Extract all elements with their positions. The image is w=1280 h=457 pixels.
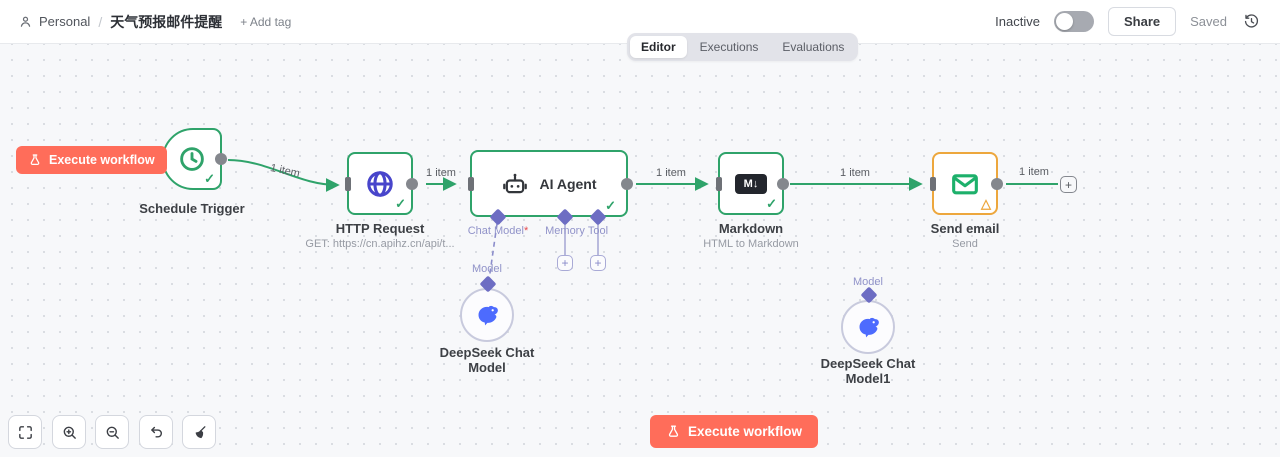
zoom-in-button[interactable] [52,415,86,449]
tab-executions[interactable]: Executions [699,40,759,54]
deepseek-whale-icon [855,314,882,341]
node-ai-agent[interactable]: AI Agent ✓ [468,150,633,217]
fit-view-button[interactable] [8,415,42,449]
robot-icon [501,170,529,198]
toggle-knob [1055,13,1073,30]
zoom-in-icon [61,424,78,441]
node-label: Schedule Trigger [139,201,245,216]
flask-icon [666,424,681,439]
output-port[interactable] [777,177,789,190]
tidy-up-button[interactable] [182,415,216,449]
node-subtitle: HTML to Markdown [703,238,799,250]
edge-label-items: 1 item [1019,166,1049,178]
output-port[interactable] [991,177,1003,190]
active-status-label: Inactive [995,14,1040,29]
execute-workflow-button[interactable]: Execute workflow [650,415,819,448]
node-markdown[interactable]: M↓ ✓ [716,152,789,215]
envelope-icon [948,167,982,201]
fit-view-icon [17,424,34,441]
model-port-label: Model [472,263,502,275]
tool-port-label: Tool [587,225,609,237]
view-tabs: Editor Executions Evaluations [627,33,859,61]
markdown-icon: M↓ [735,173,767,194]
undo-button[interactable] [139,415,173,449]
edge-label-items: 1 item [269,162,301,180]
node-title: AI Agent [539,175,597,192]
tab-evaluations[interactable]: Evaluations [782,40,845,54]
zoom-out-button[interactable] [95,415,129,449]
model-port-label: Model [853,276,883,288]
edge-label-items: 1 item [656,167,686,179]
warning-triangle-icon: △ [981,196,991,211]
breadcrumb-project[interactable]: Personal [18,14,90,29]
execute-workflow-label: Execute workflow [688,424,803,439]
breadcrumb-separator: / [98,13,103,30]
execute-workflow-label: Execute workflow [49,153,155,167]
add-memory-button[interactable]: + [557,255,573,271]
input-port[interactable] [345,176,351,191]
share-button[interactable]: Share [1107,7,1177,36]
edge-label-items: 1 item [426,167,456,179]
edge-label-items: 1 item [840,167,870,179]
success-check-icon: ✓ [204,171,215,186]
active-toggle[interactable] [1053,11,1094,32]
node-send-email[interactable]: △ [930,152,1003,215]
add-tool-button[interactable]: + [590,255,606,271]
success-check-icon: ✓ [766,196,777,211]
node-label: Send email [930,221,1000,236]
history-clock-icon [1243,13,1260,30]
node-label: Markdown [718,221,784,236]
clock-icon [177,144,207,174]
workflow-title[interactable]: 天气预报邮件提醒 [110,13,223,30]
flask-icon [28,153,42,167]
node-deepseek-chat-model1[interactable] [841,300,895,354]
node-deepseek-chat-model[interactable] [460,288,514,342]
history-button[interactable] [1241,11,1262,32]
zoom-out-icon [104,424,121,441]
add-node-button[interactable]: + [1060,176,1077,193]
saved-status: Saved [1190,14,1227,29]
node-http-request[interactable]: ✓ [345,152,418,215]
globe-icon [364,168,396,200]
deepseek-whale-icon [474,302,501,329]
output-port[interactable] [215,153,227,165]
success-check-icon: ✓ [605,198,616,213]
node-subtitle: Send [952,238,978,250]
tab-editor[interactable]: Editor [630,36,687,58]
input-port[interactable] [468,176,474,191]
input-port[interactable] [930,176,936,191]
add-tag-button[interactable]: + Add tag [240,14,292,29]
project-name: Personal [39,14,91,29]
person-icon [18,14,33,29]
success-check-icon: ✓ [395,196,406,211]
input-port[interactable] [716,176,722,191]
node-schedule-trigger[interactable]: ✓ [162,128,227,190]
output-port[interactable] [406,177,418,190]
node-subtitle: GET: https://cn.apihz.cn/api/t... [305,238,455,250]
execute-workflow-button[interactable]: Execute workflow [16,146,167,174]
required-asterisk: * [523,225,529,237]
node-label: HTTP Request [335,221,425,236]
broom-icon [191,424,208,441]
undo-icon [148,424,165,441]
output-port[interactable] [621,177,633,190]
